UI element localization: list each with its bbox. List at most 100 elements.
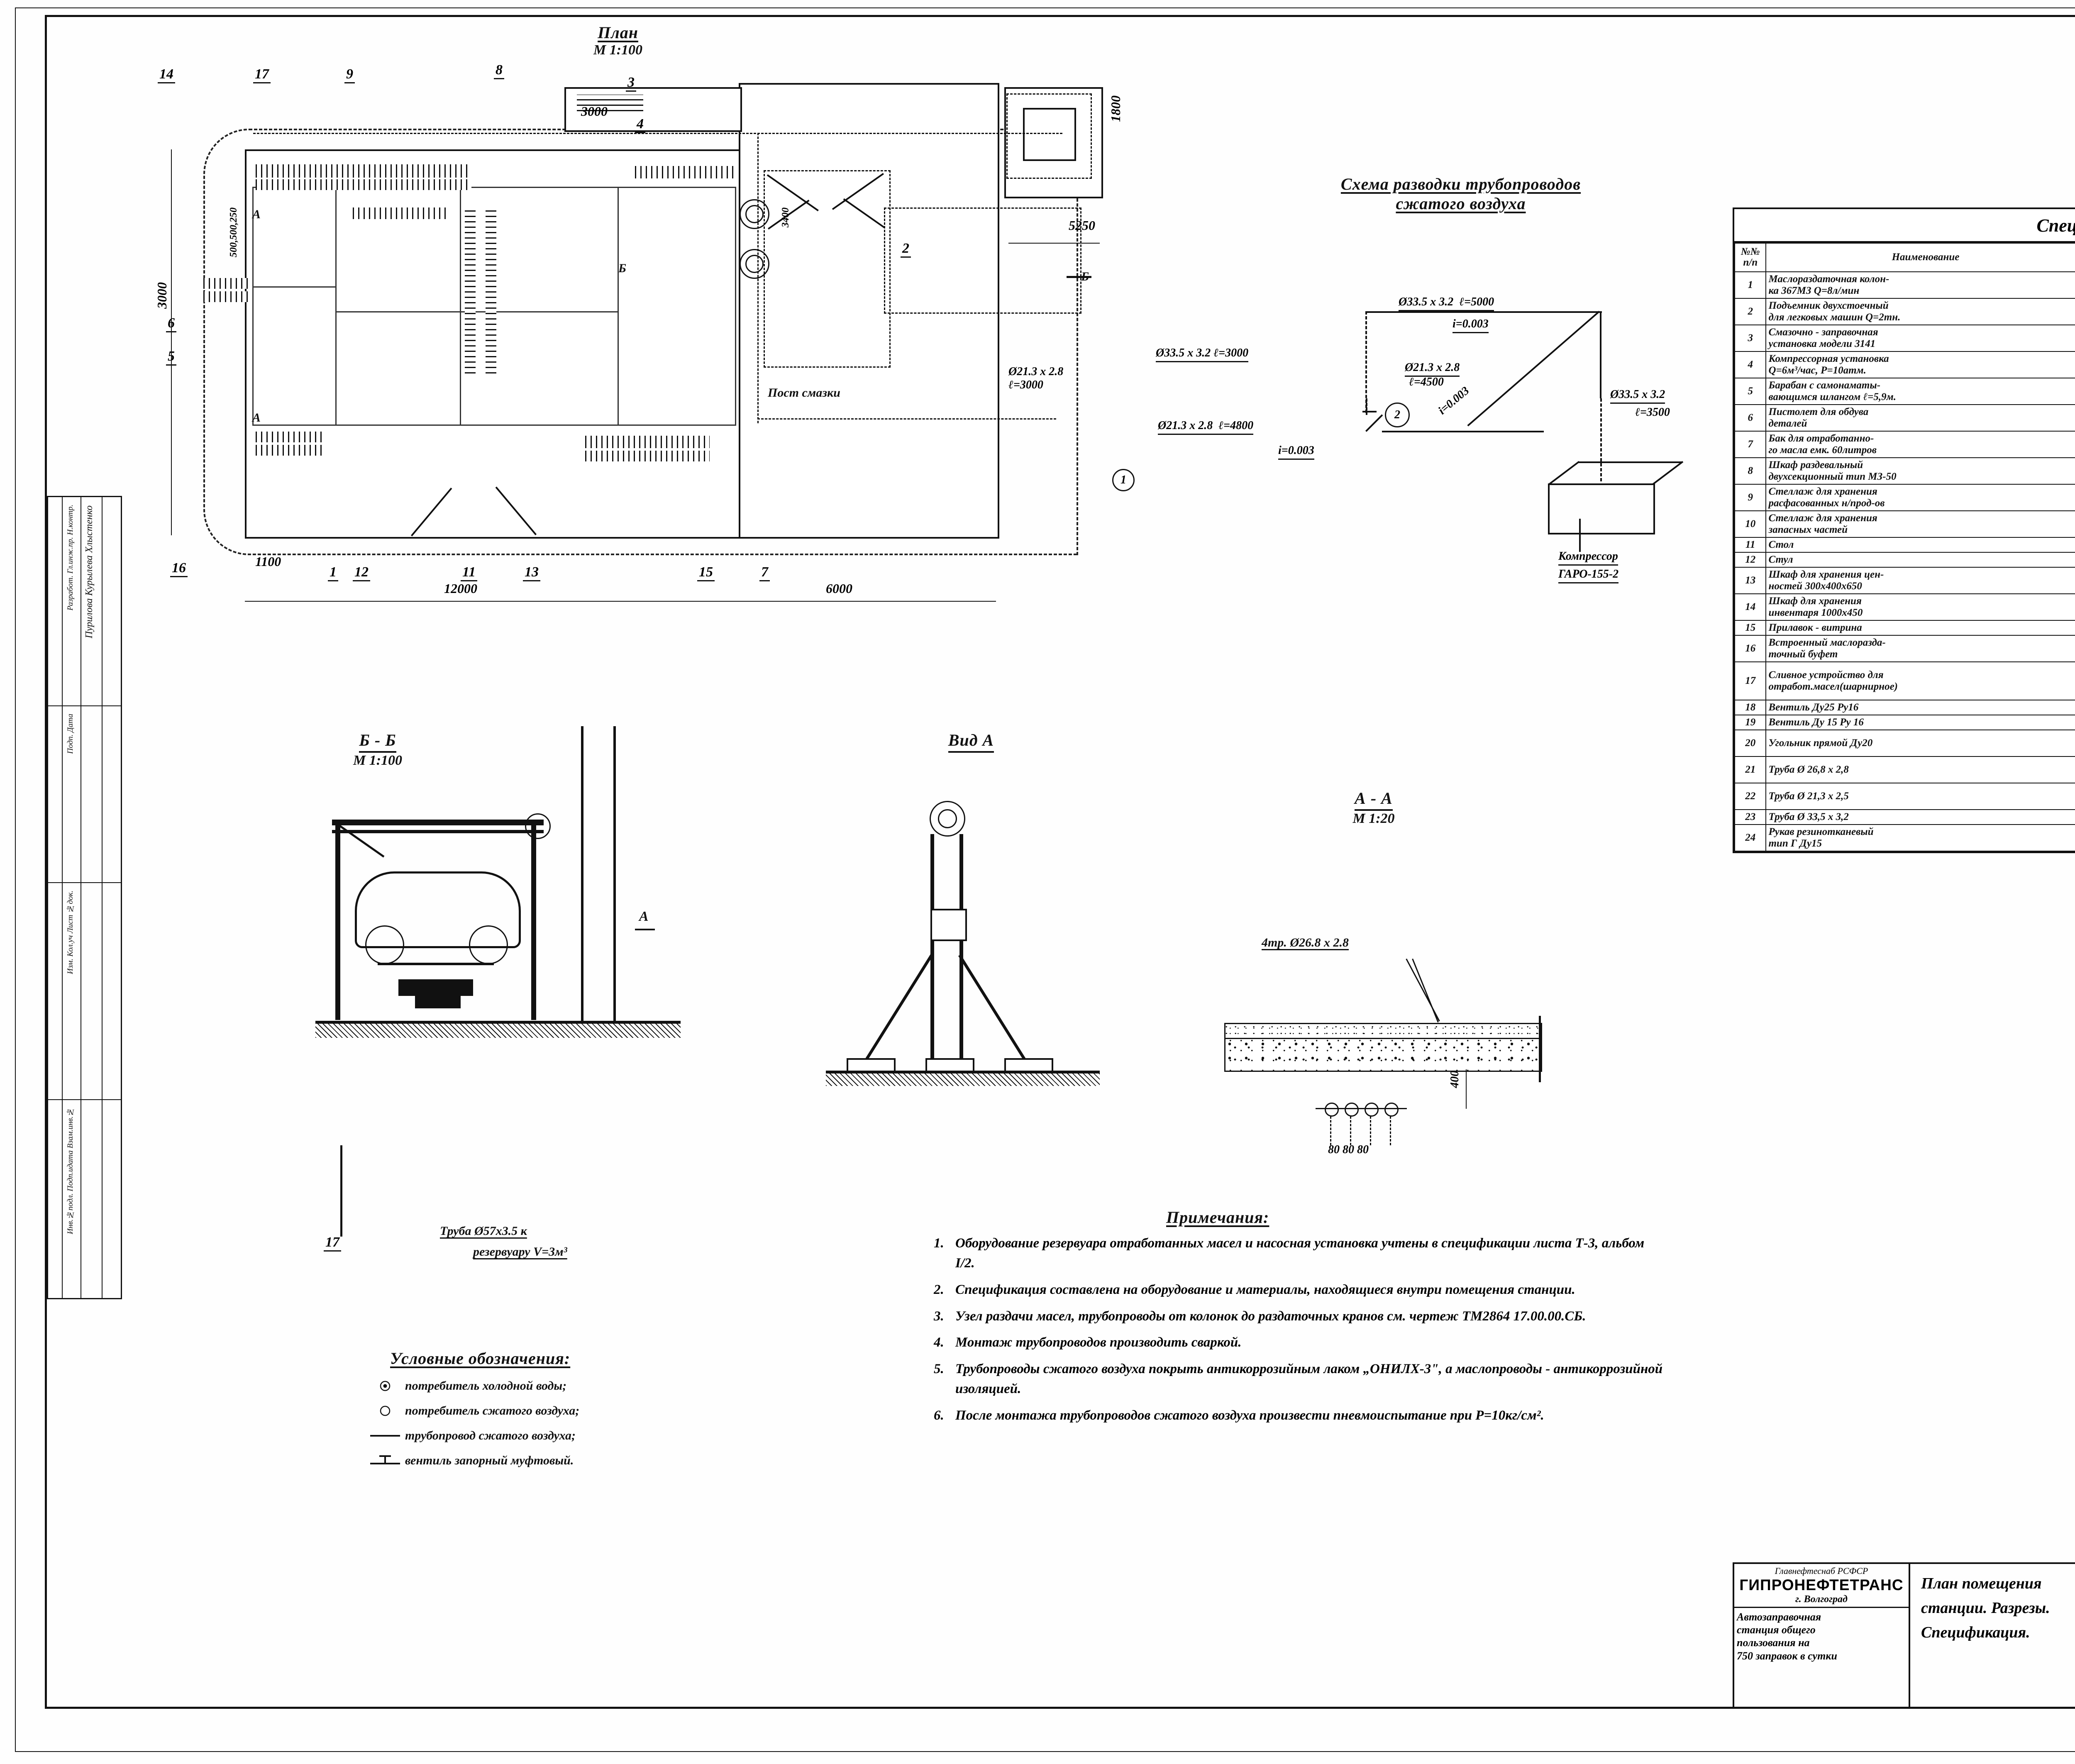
compressed-air-pipeline-icon bbox=[365, 1429, 405, 1443]
view-a-base-right bbox=[1004, 1058, 1053, 1072]
spec-header-name: Наименование bbox=[1765, 243, 2075, 272]
section-view-a: Вид А bbox=[801, 730, 1116, 1249]
schematic-label-33-5: Ø33.5 x 3.2 bbox=[1610, 388, 1665, 404]
legend-item-cold-water: потребитель холодной воды; bbox=[365, 1379, 884, 1393]
spec-cell-name: Вентиль Ду 15 Ру 16 bbox=[1765, 714, 2075, 730]
bb-lift-pulley bbox=[525, 813, 551, 839]
plan-right-wing bbox=[739, 83, 999, 539]
plan-shelving-2 bbox=[256, 179, 471, 190]
note-text: После монтажа трубопроводов сжатого возд… bbox=[955, 1408, 1544, 1423]
plan-shelving-7 bbox=[256, 445, 322, 456]
plan-dim-line-3000 bbox=[171, 149, 172, 535]
compressor-right-edge bbox=[1653, 461, 1684, 485]
plan-section-mark-A-left-bottom: А bbox=[252, 411, 261, 425]
legend-label-compressed-air: потребитель сжатого воздуха; bbox=[405, 1404, 580, 1418]
floor-plan: План М 1:100 Пост смазки bbox=[154, 23, 1174, 602]
plan-pipe-run-left bbox=[757, 133, 759, 423]
plan-room-f bbox=[460, 311, 620, 426]
section-aa-dim-tick-4 bbox=[1390, 1116, 1391, 1145]
spec-cell-number: 20 bbox=[1734, 729, 1767, 757]
spec-header-np: №№ п/п bbox=[1734, 243, 1767, 272]
spec-cell-number: 4 bbox=[1734, 351, 1767, 378]
view-a-top-flange bbox=[930, 801, 965, 837]
spec-cell-number: 22 bbox=[1734, 782, 1767, 810]
org-ministry: Главнефтеснаб РСФСР bbox=[1775, 1566, 1868, 1576]
spec-cell-number: 15 bbox=[1734, 620, 1767, 636]
note-item: 2.Спецификация составлена на оборудовани… bbox=[934, 1280, 1664, 1300]
section-aa-dim-tick-3 bbox=[1370, 1116, 1371, 1145]
note-index: 6. bbox=[934, 1408, 944, 1423]
legend-label-cold-water: потребитель холодной воды; bbox=[405, 1379, 567, 1393]
view-a-strut-right bbox=[958, 954, 1029, 1065]
note-index: 5. bbox=[934, 1361, 944, 1377]
legend-label-valve: вентиль запорный муфтовый. bbox=[405, 1454, 574, 1467]
section-aa-title-line2: М 1:20 bbox=[1352, 811, 1395, 826]
plan-dim-line-12000 bbox=[245, 601, 739, 602]
section-bb-title-line2: М 1:100 bbox=[353, 753, 403, 768]
spec-cell-number: 9 bbox=[1734, 483, 1767, 511]
plan-pipe-label: Ø21.3 x 2.8 ℓ=3000 bbox=[1008, 365, 1064, 391]
left-margin-stamp: Разработ. Гл.инж.пр. Н.контр. Подп. Дата… bbox=[47, 496, 122, 1299]
spec-cell-number: 2 bbox=[1734, 298, 1767, 325]
section-aa-leader-2 bbox=[1412, 959, 1439, 1023]
compressor-label-1: Компрессор bbox=[1558, 550, 1618, 566]
plan-dim-1100: 1100 bbox=[255, 554, 281, 569]
section-aa-pipe-1 bbox=[1325, 1103, 1339, 1117]
view-a-top-flange-inner bbox=[938, 809, 957, 828]
bb-label-A: А bbox=[639, 909, 649, 924]
legend-item-pipeline: трубопровод сжатого воздуха; bbox=[365, 1429, 884, 1443]
title-block-organization: Главнефтеснаб РСФСР ГИПРОНЕФТЕТРАНС г. В… bbox=[1734, 1564, 1910, 1707]
schematic-valve-tee bbox=[1362, 411, 1377, 412]
plan-dim-1800: 1800 bbox=[1108, 95, 1123, 122]
spec-cell-name: Шкаф для хранения инвентаря 1000х450 bbox=[1765, 593, 2075, 621]
compressed-air-piping-schematic: Схема разводки трубопроводов сжатого воз… bbox=[1156, 174, 1718, 610]
spec-cell-number: 11 bbox=[1734, 537, 1767, 553]
spec-cell-name: Смазочно - заправочная установка модели … bbox=[1765, 324, 2075, 352]
plan-counter-3 bbox=[585, 451, 710, 461]
spec-cell-name: Стеллаж для хранения расфасованных н/про… bbox=[1765, 483, 2075, 511]
drawing-title: План помещения станции. Разрезы. Специфи… bbox=[1921, 1575, 2050, 1641]
spec-cell-number: 17 bbox=[1734, 661, 1767, 700]
spec-cell-number: 8 bbox=[1734, 457, 1767, 485]
plan-dim-3000: 3000 bbox=[154, 282, 169, 309]
section-bb: Б - Б М 1:100 А 17 Труба Ø57x3.5 к резер… bbox=[315, 726, 834, 1259]
plan-device-row bbox=[577, 95, 643, 111]
plan-dim-5250: 5250 bbox=[1069, 218, 1095, 233]
plan-dim-12000: 12000 bbox=[444, 581, 477, 596]
note-text: Монтаж трубопроводов производить сваркой… bbox=[955, 1335, 1242, 1350]
stamp-sign-date: Подп. Дата bbox=[66, 713, 75, 754]
schematic-label-slope-1: i=0.003 bbox=[1452, 317, 1489, 333]
bb-ground-line bbox=[315, 1021, 681, 1024]
schematic-pipe-bottom-left-diag bbox=[1365, 414, 1383, 432]
plan-room-c bbox=[335, 187, 462, 314]
bb-lift-top-beam bbox=[332, 820, 544, 825]
note-index: 1. bbox=[934, 1236, 944, 1251]
spec-cell-name: Бак для отработанно- го масла емк. 60лит… bbox=[1765, 430, 2075, 458]
spec-cell-name: Стул bbox=[1765, 551, 2075, 568]
section-aa-dim-tick-2 bbox=[1350, 1116, 1351, 1145]
plan-oil-column-1 bbox=[740, 199, 769, 229]
legend: Условные обозначения: потребитель холодн… bbox=[365, 1349, 884, 1468]
org-object-desc: Автозаправочная станция общего пользован… bbox=[1737, 1611, 1837, 1662]
view-a-ground bbox=[826, 1071, 1100, 1074]
plan-callout-2: 2 bbox=[901, 241, 911, 258]
plan-oil-column-2 bbox=[740, 249, 769, 279]
section-aa-pipe-2 bbox=[1345, 1103, 1359, 1117]
plan-dim-line-6000 bbox=[739, 601, 996, 602]
plan-callout-16: 16 bbox=[170, 560, 188, 577]
spec-cell-number: 21 bbox=[1734, 756, 1767, 783]
bb-pipe-leader bbox=[340, 1145, 342, 1237]
plan-callout-4: 4 bbox=[635, 116, 645, 133]
cold-water-consumer-icon bbox=[365, 1379, 405, 1393]
schematic-label-4500: ℓ=4500 bbox=[1409, 376, 1444, 388]
spec-cell-number: 7 bbox=[1734, 430, 1767, 458]
plan-shelving-6 bbox=[256, 432, 322, 442]
compressor-body bbox=[1548, 483, 1655, 534]
